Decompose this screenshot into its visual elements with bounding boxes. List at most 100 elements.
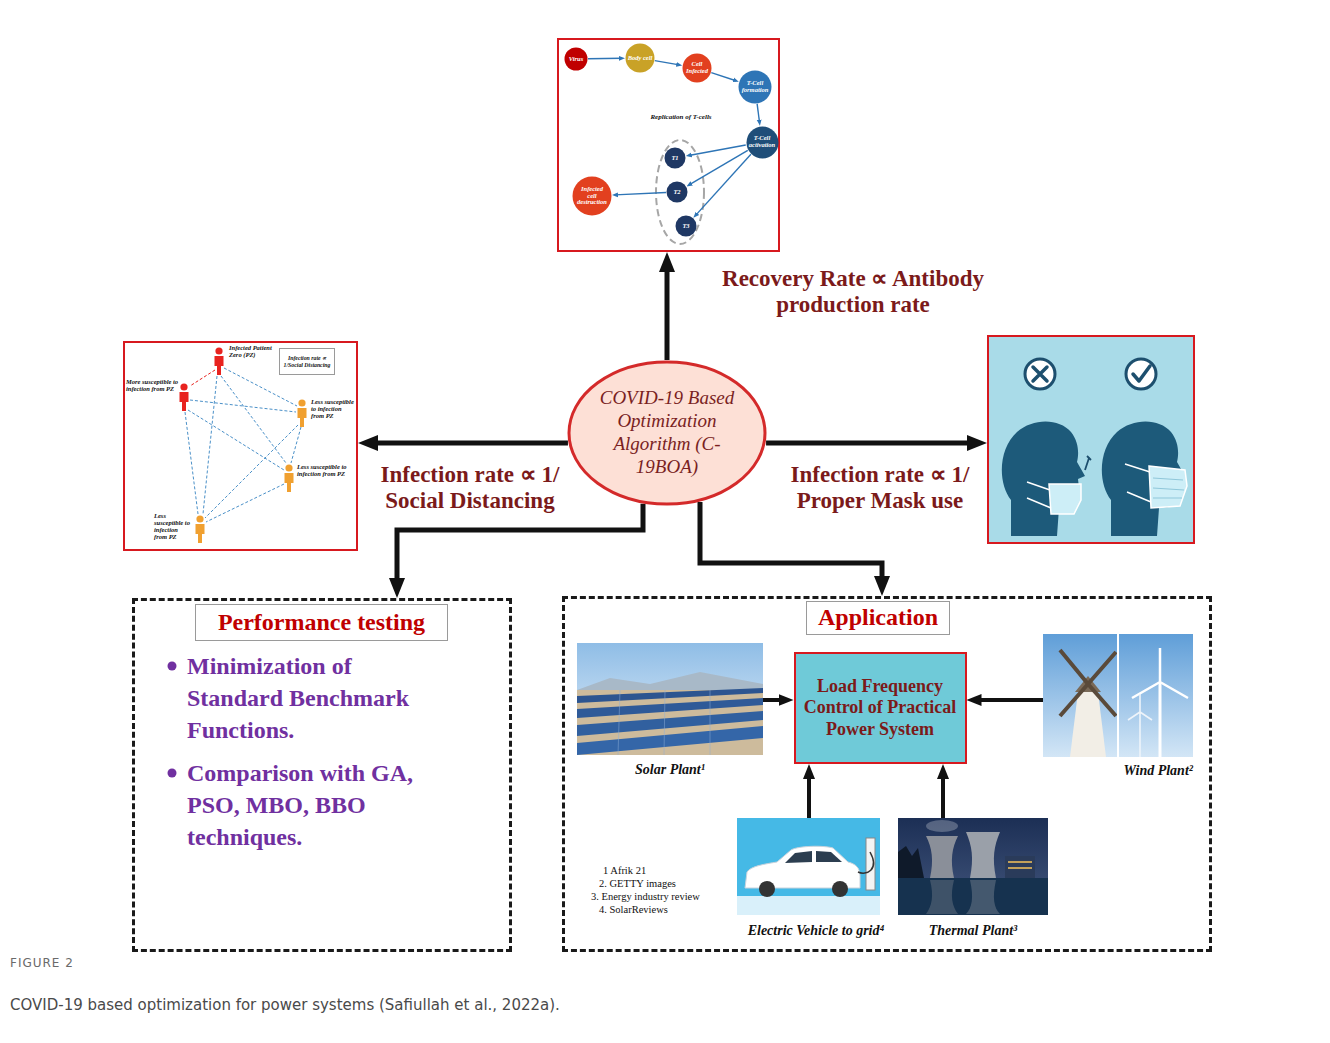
bullet-text: Comparison with GA, PSO, MBO, BBO techni… <box>187 757 449 853</box>
wind-photo <box>1043 634 1193 757</box>
solar-photo <box>577 643 763 755</box>
connector-arrow <box>655 61 679 65</box>
algorithm-ellipse: COVID-19 Based Optimization Algorithm (C… <box>567 360 767 506</box>
connector-arrow <box>757 104 759 123</box>
ev-photo <box>737 818 880 915</box>
thermal-photo <box>966 880 1000 914</box>
person-figure <box>196 515 205 543</box>
illustration-panel: Replication of T-cells Virus Body cellCell… <box>557 38 780 252</box>
credit-note: 4. SolarReviews <box>599 904 668 917</box>
connector-arrow <box>689 145 746 155</box>
person-figure <box>196 515 203 522</box>
connector-arrow <box>615 193 666 195</box>
cell-shape <box>626 44 655 73</box>
connector-arrow <box>941 772 945 819</box>
person-figure <box>180 392 189 411</box>
node-text: Load Frequency Control of Practical Powe… <box>796 676 965 741</box>
node-text: T1 <box>671 155 678 162</box>
thermal-photo <box>1008 862 1032 868</box>
process-box: Load Frequency Control of Practical Powe… <box>794 652 967 764</box>
solar-photo <box>577 726 763 755</box>
wind-photo <box>1117 634 1119 757</box>
node-text: T2 <box>673 189 680 196</box>
person-label: Less susceptible to infection from PZ <box>311 398 356 419</box>
person-figure <box>215 347 224 375</box>
cell-circle: Body cell <box>625 43 655 73</box>
mask-illustration <box>1126 359 1156 389</box>
mask-illustration <box>1027 482 1051 508</box>
credit-note: 1 Afrik 21 <box>603 865 646 878</box>
heading-box: Performance testing <box>195 604 448 641</box>
tcell-circle: T1 <box>664 147 686 169</box>
illustration-panel: Infected Patient Zero (PZ) More susceptib… <box>123 341 358 551</box>
mask-illustration <box>1049 484 1081 514</box>
thermal-photo <box>898 878 1048 915</box>
photo-caption: Thermal Plant³ <box>898 923 1048 940</box>
person-label: Less susceptible to infection from PZ <box>154 512 192 541</box>
cell-shape <box>665 148 686 169</box>
mask-illustration <box>1025 359 1055 389</box>
mask-illustration <box>1002 422 1085 537</box>
mask-illustration <box>1002 422 1091 537</box>
cell-shape <box>676 216 697 237</box>
connector-arrow <box>368 441 568 446</box>
node-text: Application <box>818 604 938 632</box>
solar-photo <box>577 643 763 755</box>
person-label: Infected Patient Zero (PZ) <box>229 344 275 358</box>
thermal-photo <box>1005 856 1035 878</box>
figure-caption: COVID-19 based optimization for power sy… <box>10 996 1310 1014</box>
cell-circle: T-Cell formation <box>738 70 772 104</box>
ev-photo <box>816 851 842 862</box>
mask-illustration <box>1153 478 1184 498</box>
person-figure <box>298 408 307 427</box>
node-text: Body cell <box>628 55 653 62</box>
bullet-dot <box>168 662 177 778</box>
thermal-photo <box>926 836 958 878</box>
ev-photo <box>858 852 873 873</box>
bullet-dot <box>168 662 177 671</box>
wind-photo <box>1128 694 1152 757</box>
bullet-dot <box>168 769 177 778</box>
ev-photo <box>737 818 880 915</box>
connector-arrow <box>711 73 736 81</box>
mask-illustration <box>989 337 1193 542</box>
group-label: Replication of T-cells <box>634 113 728 121</box>
node-text: Infection rate ∝ 1/Social Distancing <box>280 355 334 368</box>
cell-shape <box>683 54 712 83</box>
connector-arrow <box>588 58 622 60</box>
person-figure <box>215 356 224 375</box>
node-text: COVID-19 Based Optimization Algorithm (C… <box>597 387 737 478</box>
node-text: Infected cell destruction <box>577 186 608 206</box>
illustration-panel <box>987 335 1195 544</box>
credit-note: 2. GETTY images <box>599 878 676 891</box>
connector-arrow <box>807 772 811 819</box>
person-figure <box>180 383 189 411</box>
wind-photo <box>1132 648 1188 698</box>
virus-circle: Virus <box>564 47 588 71</box>
node-text: Cell Infected <box>684 61 710 75</box>
cell-shape <box>573 177 612 216</box>
wind-photo <box>1060 650 1116 716</box>
connector-arrow <box>763 698 786 702</box>
edge-label: Recovery Rate ∝ Antibody production rate <box>722 266 984 319</box>
node-text: Performance testing <box>218 609 425 637</box>
node-text: T3 <box>682 223 689 230</box>
connector-arrow <box>397 504 643 588</box>
thermal-photo <box>898 818 1048 915</box>
bullet-text: Minimization of Standard Benchmark Funct… <box>187 650 449 746</box>
thermal-photo <box>966 832 1000 878</box>
ev-photo <box>759 881 775 897</box>
photo-caption: Wind Plant² <box>1043 763 1193 780</box>
mask-illustration <box>1033 367 1047 381</box>
thermal-photo <box>898 846 924 878</box>
cell-circle: T-Cell activation <box>746 126 779 159</box>
figure-number: FIGURE 2 <box>10 956 74 970</box>
cell-shape <box>746 126 778 158</box>
ellipse-shape <box>569 362 765 504</box>
person-label: More susceptible to infection from PZ <box>126 378 178 392</box>
node-text: T-Cell activation <box>748 135 776 149</box>
person-figure <box>285 473 294 492</box>
ev-photo <box>737 896 880 915</box>
photo-node: Electric Vehicle to grid⁴ <box>735 818 897 940</box>
